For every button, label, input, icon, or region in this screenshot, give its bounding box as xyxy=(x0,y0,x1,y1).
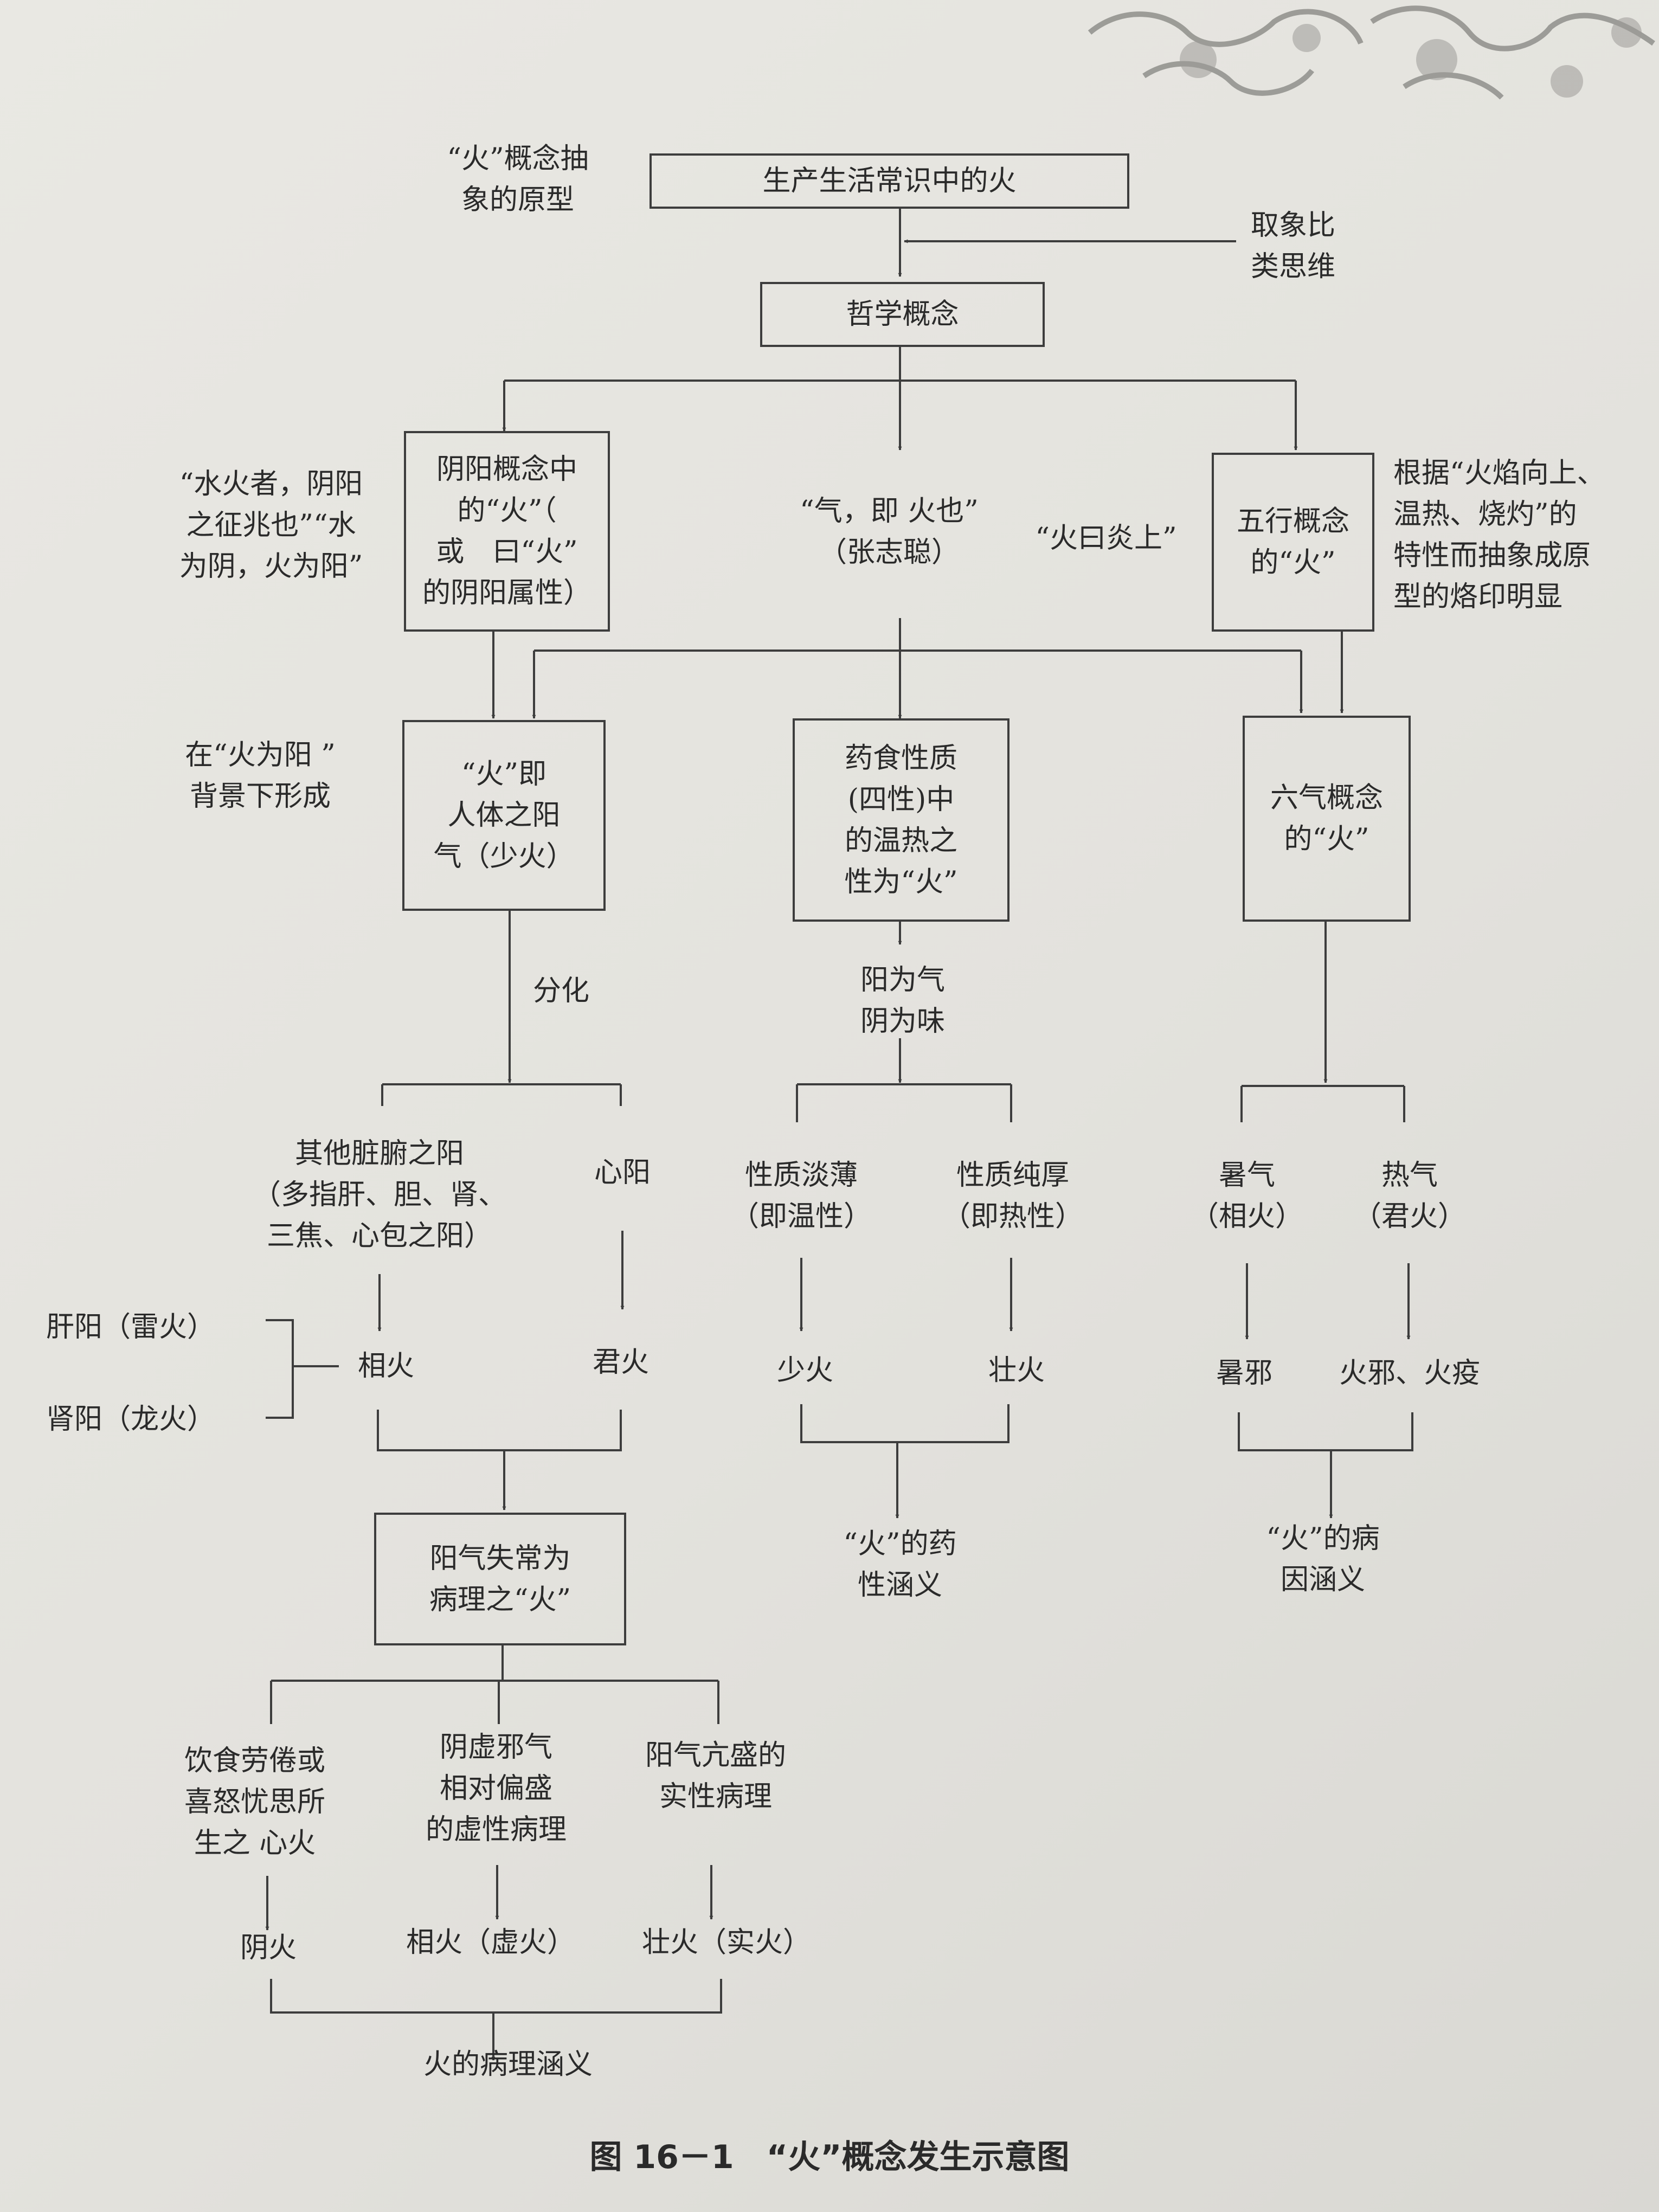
label-huoxie-huoyi: 火邪、火疫 xyxy=(1339,1357,1481,1390)
label-fire-yan-shang: “火曰炎上” xyxy=(1035,522,1177,555)
box-wuxing-fire: 五行概念 的“火” xyxy=(1212,453,1374,632)
label-bingyin-meaning: “火”的病 因涵义 xyxy=(1266,1522,1380,1596)
label-yangqi-excess-pathology: 阳气亢盛的 实性病理 xyxy=(645,1739,787,1813)
label-reqi: 热气 （君火） xyxy=(1353,1159,1467,1233)
label-shenyang: 肾阳（龙火） xyxy=(46,1403,216,1436)
label-fire-pathology-meaning: 火的病理涵义 xyxy=(423,2048,593,2081)
label-yinxu-pathology: 阴虚邪气 相对偏盛 的虚性病理 xyxy=(425,1731,567,1846)
label-note-flame-prototype: 根据“火焰向上、 温热、烧灼”的 特性而抽象成原 型的烙印明显 xyxy=(1393,457,1605,613)
figure-caption: 图 16－1 “火”概念发生示意图 xyxy=(589,2138,1070,2176)
label-yinhuo: 阴火 xyxy=(240,1932,297,1964)
label-shihuo: 壮火（实火） xyxy=(641,1926,812,1959)
box-human-yangqi: “火”即 人体之阳 气（少火） xyxy=(402,720,606,911)
label-xuhuo: 相火（虚火） xyxy=(406,1926,576,1959)
label-yaoxing-meaning: “火”的药 性涵义 xyxy=(843,1528,957,1602)
label-xinyang: 心阳 xyxy=(594,1156,651,1189)
label-zhuanghuo: 壮火 xyxy=(988,1354,1045,1387)
label-fire-as-yang-background: 在“火为阳 ” 背景下形成 xyxy=(185,739,336,813)
label-diet-emotion-heartfire: 饮食劳倦或 喜怒忧思所 生之 心火 xyxy=(184,1745,326,1860)
label-xianghuo: 相火 xyxy=(357,1350,415,1382)
box-yinyang-fire: 阴阳概念中 的“火”（ 或 曰“火” 的阴阳属性） xyxy=(404,431,610,632)
label-qi-is-fire: “气，即 火也” （张志聪） xyxy=(800,495,979,569)
label-nature-strong: 性质纯厚 （即热性） xyxy=(942,1159,1084,1233)
decorative-cloud-ornament xyxy=(1088,5,1655,100)
box-yaoshi-nature: 药食性质 (四性)中 的温热之 性为“火” xyxy=(793,718,1009,922)
label-shuxie: 暑邪 xyxy=(1216,1357,1273,1390)
label-nature-mild: 性质淡薄 （即温性） xyxy=(730,1159,872,1233)
box-source-fire: 生产生活常识中的火 xyxy=(650,153,1129,209)
box-pathology-fire: 阳气失常为 病理之“火” xyxy=(374,1513,626,1645)
label-quote-shuihuo: “水火者，阴阳 之征兆也”“水 为阴，火为阳” xyxy=(179,468,363,583)
label-shaohuo: 少火 xyxy=(776,1354,834,1387)
label-qi-wei: 阳为气 阴为味 xyxy=(860,964,946,1038)
box-philosophy: 哲学概念 xyxy=(760,282,1045,347)
label-other-zangfu-yang: 其他脏腑之阳 （多指肝、胆、肾、 三焦、心包之阳） xyxy=(252,1137,507,1252)
label-fenhua: 分化 xyxy=(532,975,590,1007)
label-ganyang: 肝阳（雷火） xyxy=(46,1311,216,1343)
label-prototype: “火”概念抽 象的原型 xyxy=(447,143,589,216)
label-junhuo: 君火 xyxy=(592,1346,650,1379)
label-shuqi: 暑气 （相火） xyxy=(1190,1159,1304,1233)
box-liuqi-fire: 六气概念 的“火” xyxy=(1243,716,1411,922)
label-analogy-thinking: 取象比 类思维 xyxy=(1250,209,1336,283)
bracket-gan-shen xyxy=(266,1319,294,1419)
